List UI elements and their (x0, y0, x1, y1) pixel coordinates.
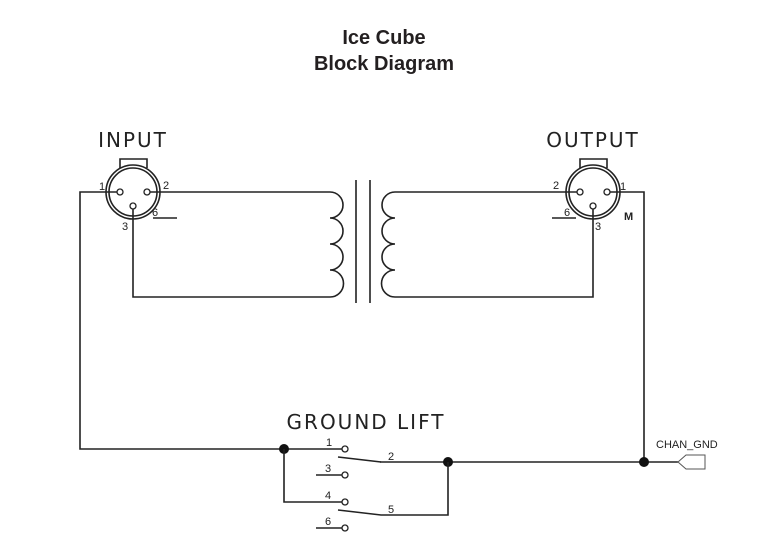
chan-gnd-terminal: CHAN_GND (656, 439, 718, 470)
chan-gnd-label: CHAN_GND (656, 439, 718, 451)
input-pin-shield: 6 (152, 207, 158, 219)
transformer (132, 180, 594, 303)
output-pin-shield: 6 (564, 207, 570, 219)
switch-contact-6: 6 (325, 516, 331, 528)
output-pin-1: 1 (620, 181, 626, 193)
input-ground-wire (79, 191, 342, 450)
output-xlr-connector: OUTPUT 2 1 3 6 M (546, 128, 640, 233)
switch-contact-4: 4 (325, 490, 331, 502)
input-pin-3: 3 (122, 221, 128, 233)
input-xlr-connector: INPUT 1 2 3 6 (98, 128, 177, 233)
switch-contact-2: 2 (388, 451, 394, 463)
output-ground-wire (610, 191, 645, 462)
input-pin-2: 2 (163, 180, 169, 192)
ground-lift-label: GROUND LIFT (287, 410, 446, 434)
switch-contact-5: 5 (388, 504, 394, 516)
junction-dot (639, 457, 649, 467)
input-pin-1: 1 (99, 181, 105, 193)
output-pin-3: 3 (595, 221, 601, 233)
switch-contact-1: 1 (326, 437, 332, 449)
output-gender: M (624, 211, 633, 223)
title-line-1: Ice Cube (342, 27, 425, 49)
ground-lift-switch: GROUND LIFT 1 2 3 4 5 6 (279, 410, 649, 532)
output-label: OUTPUT (546, 128, 640, 152)
ground-connector-icon (677, 454, 706, 470)
output-pin-2: 2 (553, 180, 559, 192)
input-label: INPUT (98, 128, 168, 152)
title-line-2: Block Diagram (314, 53, 454, 75)
switch-contact-3: 3 (325, 463, 331, 475)
